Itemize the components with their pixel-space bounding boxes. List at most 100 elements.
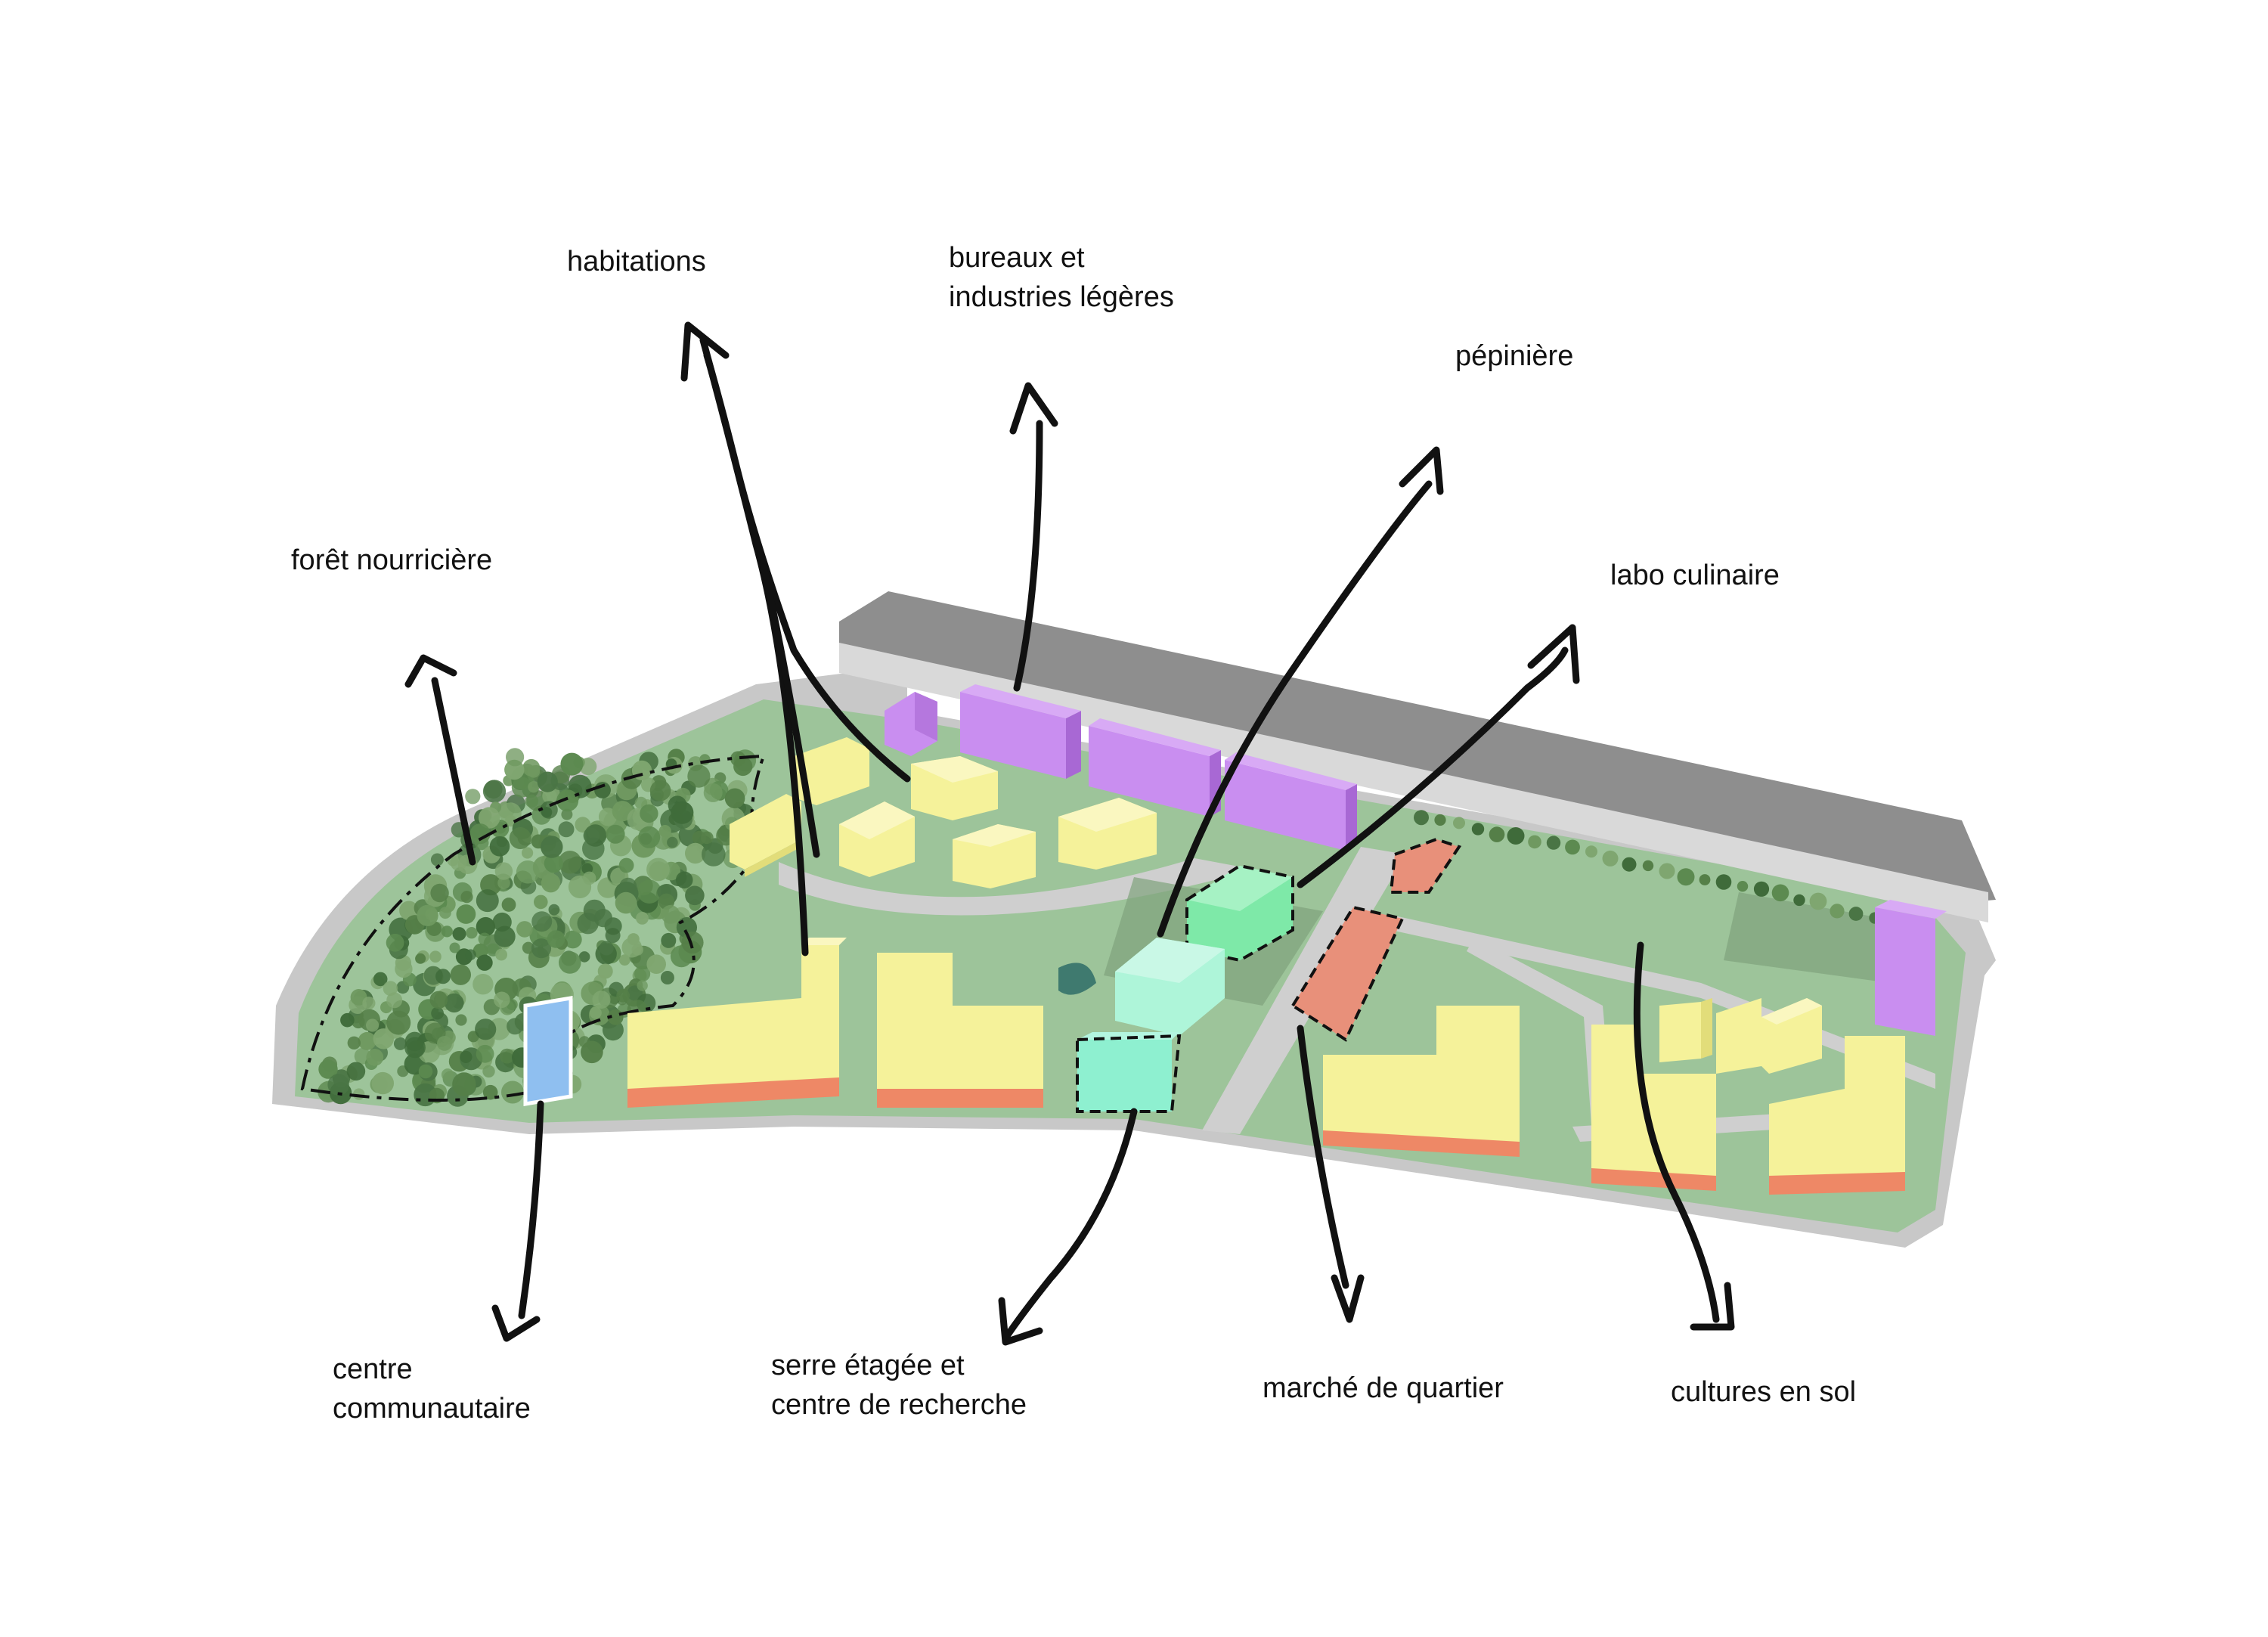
tree-canopy [492, 912, 512, 932]
tree-canopy [1528, 835, 1541, 849]
label-line: centre [333, 1353, 413, 1385]
tree-canopy [366, 1049, 384, 1066]
tree-canopy [558, 851, 582, 874]
housing-building [953, 824, 1036, 888]
tree-canopy [637, 879, 662, 904]
tree-canopy [509, 827, 531, 849]
tree-canopy [1453, 817, 1465, 829]
tree-canopy [1489, 826, 1505, 842]
tree-canopy [366, 1018, 380, 1032]
label-line: forêt nourricière [291, 544, 493, 576]
tree-canopy [383, 981, 398, 996]
tree-canopy [1602, 850, 1619, 867]
tree-canopy [646, 954, 666, 974]
tree-canopy [465, 789, 481, 805]
tree-canopy [1753, 881, 1770, 897]
label-marche: marché de quartier [1263, 1369, 1504, 1408]
tree-canopy [441, 1068, 454, 1081]
tree-canopy [537, 771, 558, 792]
office-building [885, 692, 937, 756]
tree-canopy [544, 854, 563, 873]
tree-canopy [479, 807, 500, 829]
tree-canopy [548, 904, 560, 916]
tree-canopy [395, 960, 413, 978]
office-building [1089, 718, 1221, 817]
tree-canopy [556, 789, 579, 812]
tree-canopy [494, 862, 513, 880]
tree-canopy [592, 991, 611, 1009]
tree-canopy [1546, 836, 1561, 850]
tree-canopy [386, 1010, 411, 1035]
tree-canopy [733, 756, 753, 777]
tree-canopy [1715, 874, 1732, 890]
tree-canopy [1659, 863, 1675, 879]
market-building [1290, 905, 1405, 1042]
greenhouse-building [1076, 1032, 1182, 1113]
tree-canopy [660, 971, 674, 984]
tree-canopy [649, 780, 671, 801]
tree-canopy [700, 831, 714, 845]
tree-canopy [476, 889, 499, 913]
label-line: marché de quartier [1263, 1372, 1504, 1404]
tree-canopy [441, 925, 453, 938]
arrow-foret [431, 677, 476, 866]
office-building [1225, 752, 1357, 851]
tree-canopy [386, 933, 404, 952]
housing-building [1716, 998, 1761, 1074]
tree-canopy [1830, 904, 1845, 919]
tree-canopy [347, 1036, 361, 1050]
tree-canopy [452, 1072, 476, 1096]
housing-building [730, 794, 801, 877]
tree-canopy [541, 836, 563, 858]
tree-canopy [640, 804, 658, 823]
arrowhead-habitations [680, 321, 730, 382]
tree-canopy [456, 904, 476, 924]
tree-canopy [631, 944, 643, 956]
label-line: cultures en sol [1671, 1376, 1857, 1408]
label-line: serre étagée et [771, 1350, 965, 1381]
tree-canopy [578, 1036, 590, 1048]
arrow-centre [518, 1100, 544, 1319]
tree-canopy [1699, 874, 1711, 885]
road [779, 858, 1255, 916]
tree-canopy [497, 876, 510, 890]
housing-block [1591, 1025, 1716, 1191]
housing-block [1769, 1036, 1905, 1195]
tree-canopy [373, 972, 388, 987]
tree-canopy [560, 752, 584, 776]
tree-canopy [450, 964, 471, 985]
tree-canopy [371, 1071, 394, 1095]
label-pepiniere: pépinière [1455, 336, 1573, 376]
tree-canopy [685, 885, 705, 906]
tree-canopy [501, 898, 516, 912]
tree-canopy [418, 1064, 433, 1079]
community-centre-building [523, 996, 573, 1106]
tree-canopy [638, 826, 661, 848]
tree-canopy [495, 948, 507, 961]
tree-canopy [541, 807, 553, 818]
arrow-bureaux [1013, 420, 1043, 692]
tree-canopy [542, 789, 557, 804]
tree-canopy [634, 966, 651, 982]
tree-canopy [455, 1014, 467, 1026]
tree-canopy [429, 950, 442, 963]
embankment-top [839, 591, 1996, 904]
tree-canopy [501, 1080, 524, 1104]
tree-canopy [393, 1037, 407, 1050]
tree-canopy [1809, 892, 1827, 910]
label-line: communautaire [333, 1393, 531, 1425]
tree-canopy [476, 1044, 494, 1063]
tree-canopy [1677, 868, 1695, 886]
label-labo: labo culinaire [1610, 556, 1780, 595]
tree-canopy [661, 932, 677, 948]
tree-canopy [658, 825, 671, 838]
label-line: labo culinaire [1610, 560, 1780, 591]
tree-canopy [724, 788, 745, 809]
tree-canopy [484, 780, 503, 799]
tree-canopy [558, 821, 575, 838]
tree-canopy [516, 860, 540, 884]
tree-canopy [531, 911, 553, 932]
tree-canopy [547, 930, 565, 948]
tree-canopy [1642, 860, 1654, 872]
tree-canopy [482, 1065, 495, 1078]
